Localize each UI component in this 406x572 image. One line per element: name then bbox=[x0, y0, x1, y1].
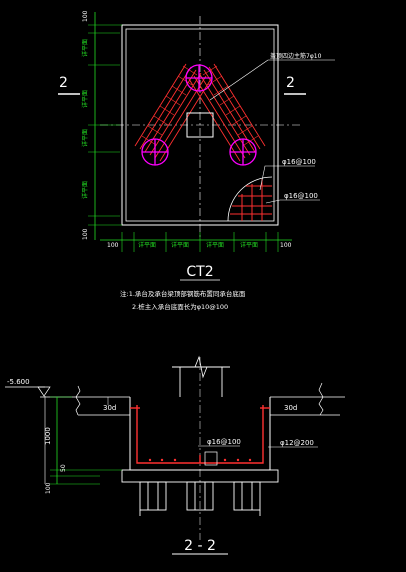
rebar-band-right bbox=[188, 63, 266, 162]
section-dims: 1000 50 100 bbox=[44, 396, 122, 494]
svg-text:100: 100 bbox=[280, 242, 292, 249]
svg-text:详平面: 详平面 bbox=[81, 129, 89, 147]
leader-bar-2 bbox=[265, 199, 320, 204]
section-rebar-label-1: φ16@100 bbox=[207, 438, 241, 446]
leader-bar-1 bbox=[259, 165, 315, 191]
svg-text:详平面: 详平面 bbox=[240, 241, 258, 249]
note-line-1: 注:1.承台及承台梁顶部钢筋布置同承台底面 bbox=[120, 289, 246, 298]
svg-text:100: 100 bbox=[82, 228, 89, 240]
pile-left bbox=[141, 138, 169, 166]
svg-text:100: 100 bbox=[107, 242, 119, 249]
anchor-label-left: 30d bbox=[103, 404, 116, 412]
svg-text:详平面: 详平面 bbox=[81, 181, 89, 199]
rebar-label-top: 盖顶四边主筋7φ10 bbox=[270, 52, 322, 60]
section-mark-left: 2 bbox=[59, 75, 68, 91]
elevation-label: -5.600 bbox=[7, 378, 30, 386]
column-outline bbox=[186, 112, 214, 138]
leader-top bbox=[209, 59, 269, 101]
svg-text:详平面: 详平面 bbox=[81, 90, 89, 108]
section-piles bbox=[139, 481, 261, 516]
svg-text:50: 50 bbox=[60, 464, 67, 472]
rebar-label-bar-2: φ16@100 bbox=[284, 192, 318, 200]
svg-text:1000: 1000 bbox=[44, 427, 52, 445]
section-view: -5.600 30d 30d bbox=[5, 355, 345, 555]
rebar-ties bbox=[141, 65, 259, 146]
pile-top bbox=[185, 64, 213, 92]
anchor-label-right: 30d bbox=[284, 404, 297, 412]
dim-chain-vertical: 100 详平面 详平面 详平面 详平面 100 bbox=[81, 10, 122, 240]
plan-title: CT2 bbox=[186, 264, 213, 280]
svg-text:100: 100 bbox=[82, 10, 89, 22]
svg-text:详平面: 详平面 bbox=[81, 39, 89, 57]
elevation-triangle bbox=[37, 386, 51, 397]
section-rebar bbox=[130, 405, 270, 464]
plan-view: 2 2 bbox=[58, 10, 335, 311]
dim-chain-horizontal: 100 详平面 详平面 详平面 详平面 100 bbox=[100, 232, 292, 252]
section-rebar-label-2: φ12@200 bbox=[280, 439, 314, 447]
svg-text:100: 100 bbox=[45, 482, 52, 494]
rebar-label-bar-1: φ16@100 bbox=[282, 158, 316, 166]
rebar-band-left bbox=[134, 63, 212, 162]
pile-right bbox=[229, 138, 257, 166]
corner-mesh-detail bbox=[227, 176, 273, 222]
note-line-2: 2.桩主入承台底面长为φ10@100 bbox=[132, 302, 228, 311]
section-mark-right: 2 bbox=[286, 75, 295, 91]
section-title: 2 - 2 bbox=[184, 538, 216, 554]
svg-text:详平面: 详平面 bbox=[138, 241, 156, 249]
svg-text:详平面: 详平面 bbox=[206, 241, 224, 249]
svg-text:详平面: 详平面 bbox=[171, 241, 189, 249]
